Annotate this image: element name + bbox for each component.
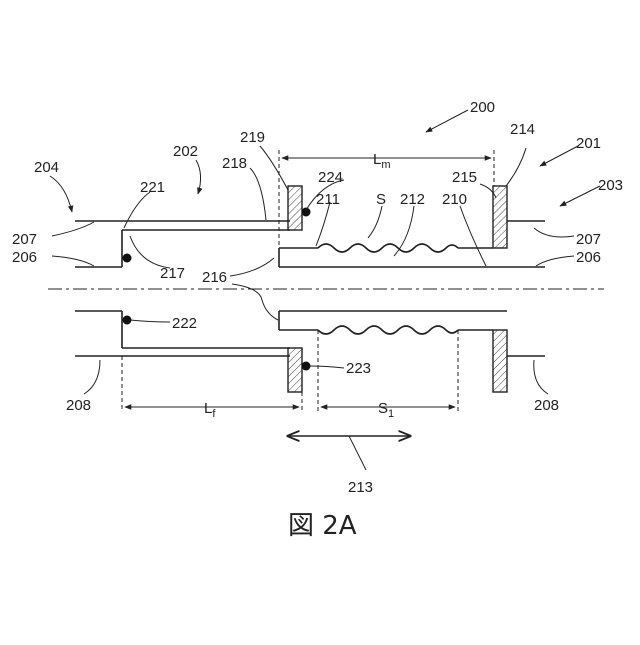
label-204: 204 (34, 159, 59, 176)
leader-213 (349, 436, 366, 470)
inner-tube-lower (279, 311, 507, 334)
dimension-label-lm: Lm (373, 151, 391, 171)
label-S: S (376, 191, 386, 208)
label-202: 202 (173, 143, 198, 160)
label-218: 218 (222, 155, 247, 172)
label-200: 200 (470, 99, 495, 116)
point-224 (302, 208, 311, 217)
figure-caption: 図 2A (288, 511, 357, 541)
label-223: 223 (346, 360, 371, 377)
leader-lines (50, 110, 600, 394)
label-206-right: 206 (576, 249, 601, 266)
label-211: 211 (316, 191, 340, 208)
label-203: 203 (598, 177, 623, 194)
bellows-wave-upper (318, 244, 458, 252)
left-flange-upper (288, 186, 302, 230)
label-207-right: 207 (576, 231, 601, 248)
bellows-wave-lower (318, 326, 458, 334)
left-flange-lower (288, 348, 302, 392)
left-pipe-upper (75, 221, 290, 267)
label-219: 219 (240, 129, 265, 146)
dimension-label-lf: Lf (204, 400, 216, 420)
label-206-left: 206 (12, 249, 37, 266)
label-214: 214 (510, 121, 535, 138)
label-210: 210 (442, 191, 467, 208)
label-208-left: 208 (66, 397, 91, 414)
dimension-label-s1: S1 (378, 400, 394, 420)
label-212: 212 (400, 191, 425, 208)
point-223 (302, 362, 311, 371)
label-213: 213 (348, 479, 373, 496)
point-221 (123, 254, 132, 263)
label-216: 216 (202, 269, 227, 286)
right-flange-lower (493, 330, 507, 392)
label-217: 217 (160, 265, 185, 282)
label-222: 222 (172, 315, 197, 332)
label-224: 224 (318, 169, 343, 186)
label-207-left: 207 (12, 231, 37, 248)
label-215: 215 (452, 169, 477, 186)
label-208-right: 208 (534, 397, 559, 414)
label-221: 221 (140, 179, 165, 196)
label-201: 201 (576, 135, 601, 152)
